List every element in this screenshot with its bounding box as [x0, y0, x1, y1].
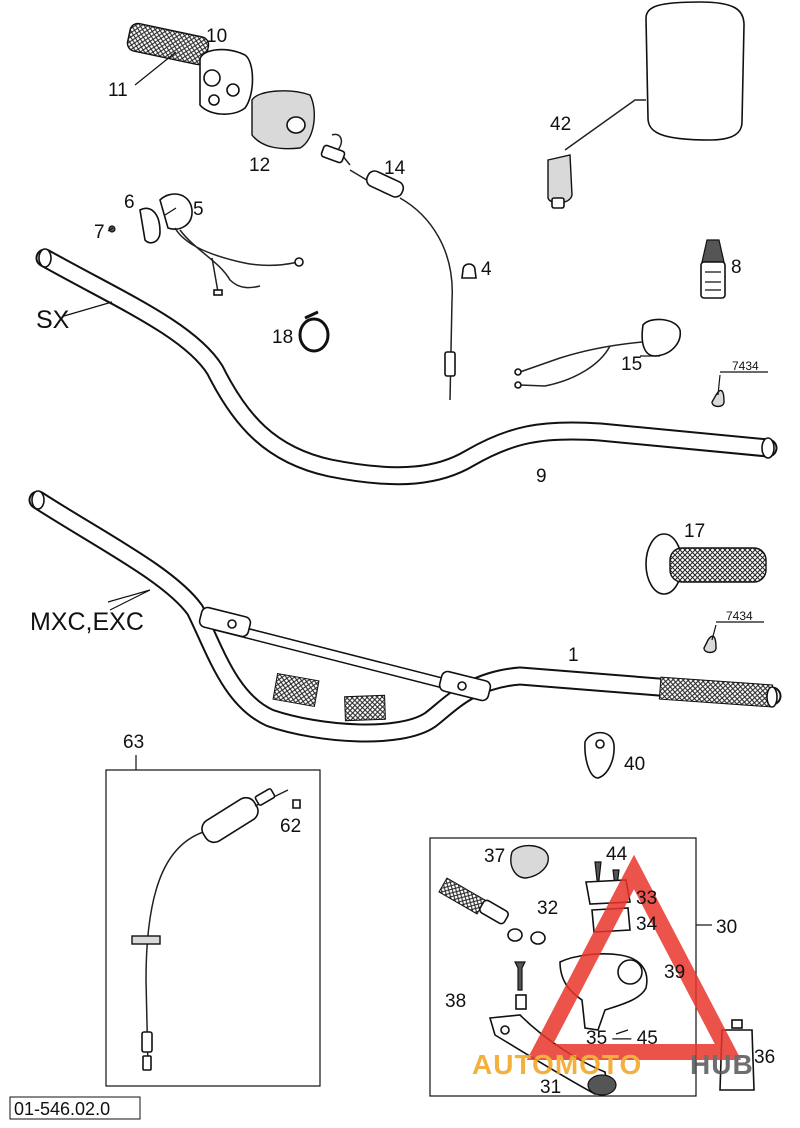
light-switch [514, 318, 681, 389]
label-part-18: 18 [272, 327, 293, 348]
label-part-17: 17 [684, 521, 705, 542]
grip-glue-bottle [700, 239, 726, 299]
label-part-63: 63 [123, 732, 144, 753]
diagram-code-text: 01-546.02.0 [14, 1099, 110, 1119]
label-part-7: 7 [94, 222, 105, 243]
diagram-code-label: 01-546.02.0 [9, 1096, 141, 1120]
throttle-cable [320, 133, 456, 401]
label-part-35-45: 35 — 45 [586, 1028, 658, 1049]
handlebar-sx [35, 248, 778, 486]
watermark-text-hub: HUB [690, 1049, 754, 1080]
label-part-42: 42 [550, 114, 571, 135]
label-part-44: 44 [606, 844, 628, 865]
label-part-9: 9 [536, 466, 547, 487]
label-ref-upper: 7434 [732, 359, 759, 373]
label-part-36: 36 [754, 1047, 775, 1068]
label-part-6: 6 [124, 192, 135, 213]
watermark-logo: AUTOMOTO HUB [472, 854, 754, 1080]
label-ref-lower: 7434 [726, 609, 753, 623]
label-part-11: 11 [108, 80, 128, 101]
reference-marker-upper [711, 371, 768, 408]
label-part-30: 30 [716, 917, 737, 938]
part-labels: 10 11 12 14 42 6 5 7 4 8 SX 18 15 7434 9… [30, 26, 775, 1098]
mirror [547, 1, 745, 209]
watermark-text-automoto: AUTOMOTO [472, 1049, 642, 1080]
label-part-37: 37 [484, 846, 505, 867]
label-part-15: 15 [621, 354, 642, 375]
cable-tie [298, 310, 330, 353]
label-part-32: 32 [537, 898, 558, 919]
label-part-10: 10 [206, 26, 227, 47]
label-part-4: 4 [481, 259, 492, 280]
hand-grip [645, 533, 767, 595]
label-part-33: 33 [636, 888, 657, 909]
label-variant-mxc-exc: MXC,EXC [30, 608, 144, 636]
handlebar-mxc-exc [28, 490, 782, 743]
housing-cover [251, 90, 315, 150]
label-part-34: 34 [636, 914, 658, 935]
label-part-8: 8 [731, 257, 742, 278]
label-part-1: 1 [568, 645, 579, 666]
label-part-5: 5 [193, 199, 204, 220]
clutch-cable-box [105, 755, 321, 1087]
cable-nut [461, 263, 477, 279]
throttle-grip-assembly [126, 22, 254, 115]
label-part-31: 31 [540, 1077, 561, 1098]
label-part-12: 12 [249, 155, 270, 176]
label-part-62: 62 [280, 816, 301, 837]
leader-lines [63, 51, 660, 611]
label-part-14: 14 [384, 158, 406, 179]
label-part-40: 40 [624, 754, 645, 775]
handlebar-clamp [584, 731, 615, 779]
label-variant-sx: SX [36, 306, 70, 334]
reference-marker-lower [703, 621, 764, 654]
switch-clamp [108, 193, 304, 296]
label-part-38: 38 [445, 991, 466, 1012]
label-part-39: 39 [664, 962, 685, 983]
